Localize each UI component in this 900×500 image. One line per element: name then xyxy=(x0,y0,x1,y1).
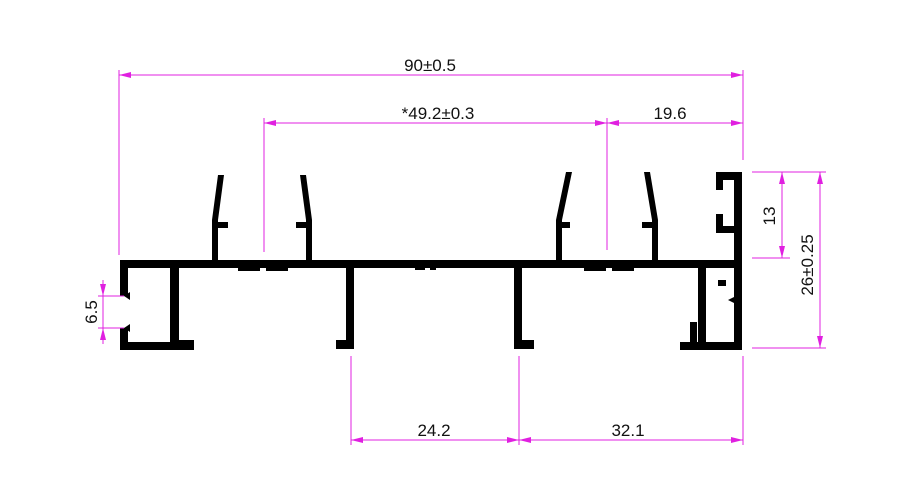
dimension-overall-width: 90±0.5 xyxy=(118,56,744,255)
middle-legs xyxy=(336,264,534,349)
dim-label-bottom-right: 32.1 xyxy=(611,421,644,440)
dim-label-overall-width: 90±0.5 xyxy=(404,56,456,75)
left-fins xyxy=(212,175,312,271)
dim-label-bottom-left: 24.2 xyxy=(417,421,450,440)
profile-section xyxy=(120,172,742,350)
dimension-inner-width: *49.2±0.3 xyxy=(263,104,608,252)
right-fins xyxy=(556,172,658,271)
main-web xyxy=(120,260,742,268)
dimension-right-upper: 13 xyxy=(752,171,790,259)
dim-label-right-offset: 19.6 xyxy=(653,104,686,123)
dimension-bottom-left: 24.2 xyxy=(350,356,520,445)
dim-label-right-total: 26±0.25 xyxy=(798,234,817,295)
right-box xyxy=(680,172,742,350)
dimension-left-height: 6.5 xyxy=(82,280,124,344)
dimension-right-offset: 19.6 xyxy=(607,104,743,126)
dim-label-inner-width: *49.2±0.3 xyxy=(402,104,475,123)
dimension-bottom-right: 32.1 xyxy=(519,356,744,445)
dim-label-left-height: 6.5 xyxy=(82,300,101,324)
dim-label-right-upper: 13 xyxy=(760,207,779,226)
left-channel xyxy=(120,264,194,350)
dimension-right-total: 26±0.25 xyxy=(752,171,826,349)
